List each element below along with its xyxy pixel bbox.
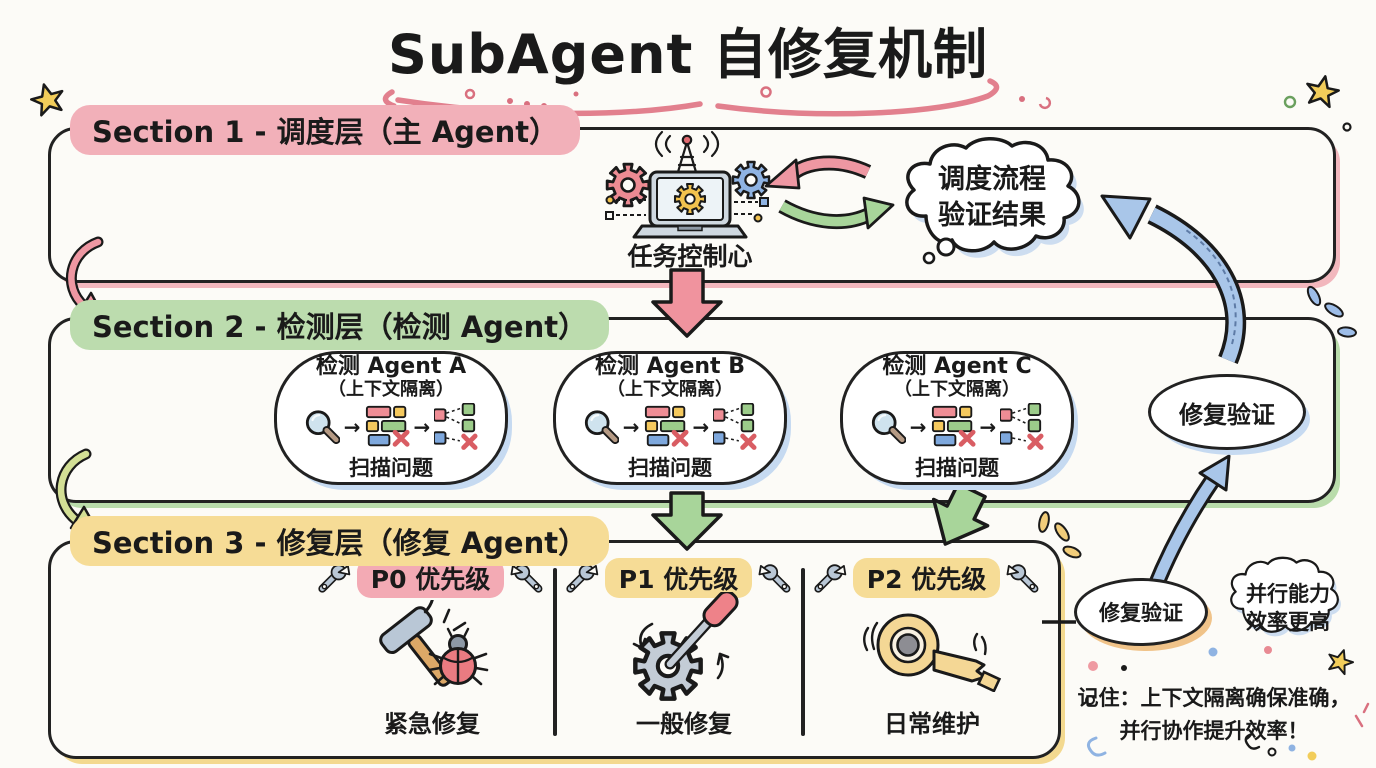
wrench-icon (814, 560, 847, 596)
arrow-glyph: → (413, 414, 431, 439)
column-divider (553, 568, 557, 736)
scan-illustration: → → (304, 403, 479, 450)
tape-roll-icon (863, 613, 1002, 692)
parallel-cloud-line2: 效率更高 (1246, 610, 1330, 635)
page-title: SubAgent 自修复机制 (387, 23, 989, 86)
blocks-grid-icon (644, 405, 689, 449)
screwdriver-gear-icon (632, 592, 739, 702)
arrow-glyph: → (909, 414, 927, 439)
blocks-split-icon (713, 403, 757, 450)
detect-agent-c-node: 检测 Agent C （上下文隔离） → → 扫描问题 (840, 351, 1074, 485)
blocks-split-icon (434, 403, 478, 450)
magnifier-icon (870, 410, 906, 444)
scan-illustration: → → (870, 403, 1045, 450)
column-divider (801, 568, 805, 736)
reminder-line2: 并行协作提升效率！ (1119, 718, 1309, 743)
agent-subtitle: （上下文隔离） (607, 378, 733, 400)
verify-node-section2: 修复验证 (1148, 374, 1306, 450)
agent-caption: 扫描问题 (915, 456, 999, 481)
wrench-icon (1006, 560, 1039, 596)
agent-title: 检测 Agent B (595, 353, 745, 379)
control-center-icon (605, 130, 771, 239)
detect-agent-a-node: 检测 Agent A （上下文隔离） → → 扫描问题 (274, 351, 508, 485)
p0-caption: 紧急修复 (384, 710, 480, 738)
arrow-glyph: → (622, 414, 640, 439)
arrow-glyph: → (692, 414, 710, 439)
p1-caption: 一般修复 (636, 710, 732, 738)
scan-illustration: → → (583, 403, 758, 450)
section1-header: Section 1 - 调度层（主 Agent） (70, 105, 581, 155)
agent-caption: 扫描问题 (628, 456, 712, 481)
verify-node-section3: 修复验证 (1074, 578, 1208, 646)
hammer-bug-icon (379, 600, 489, 687)
magnifier-icon (304, 410, 340, 444)
dispatch-cloud-line2: 验证结果 (938, 200, 1046, 232)
p2-priority-row: P2 优先级 (814, 558, 1039, 598)
wrench-icon (758, 560, 791, 596)
dispatch-cloud-text: 调度流程 验证结果 (938, 162, 1046, 235)
agent-subtitle: （上下文隔离） (894, 378, 1020, 400)
star-icon (1324, 645, 1357, 677)
agent-title: 检测 Agent A (315, 353, 467, 379)
parallel-cloud-line1: 并行能力 (1246, 582, 1330, 606)
arrow-glyph: → (979, 414, 997, 439)
reminder-line1: 记住：上下文隔离确保准确， (1077, 686, 1351, 710)
detect-agent-b-node: 检测 Agent B （上下文隔离） → → 扫描问题 (553, 351, 787, 485)
dispatch-cloud-line1: 调度流程 (938, 164, 1046, 195)
agent-caption: 扫描问题 (349, 456, 433, 481)
control-center-label: 任务控制心 (627, 242, 753, 271)
agent-title: 检测 Agent C (882, 353, 1032, 379)
magnifier-icon (583, 410, 619, 444)
arrow-glyph: → (343, 414, 361, 439)
p2-caption: 日常维护 (884, 710, 980, 738)
blocks-grid-icon (365, 405, 410, 449)
parallel-cloud-text: 并行能力 效率更高 (1246, 580, 1330, 637)
p0-priority-pill: P0 优先级 (356, 558, 505, 598)
blocks-split-icon (1000, 403, 1044, 450)
agent-subtitle: （上下文隔离） (328, 378, 454, 400)
p0-priority-row: P0 优先级 (318, 558, 543, 598)
p2-priority-pill: P2 优先级 (852, 558, 1001, 598)
blocks-grid-icon (931, 405, 976, 449)
section2-header: Section 2 - 检测层（检测 Agent） (70, 300, 610, 350)
reminder-note: 记住：上下文隔离确保准确， 并行协作提升效率！ (1058, 682, 1370, 747)
section3-header: Section 3 - 修复层（修复 Agent） (70, 516, 610, 566)
